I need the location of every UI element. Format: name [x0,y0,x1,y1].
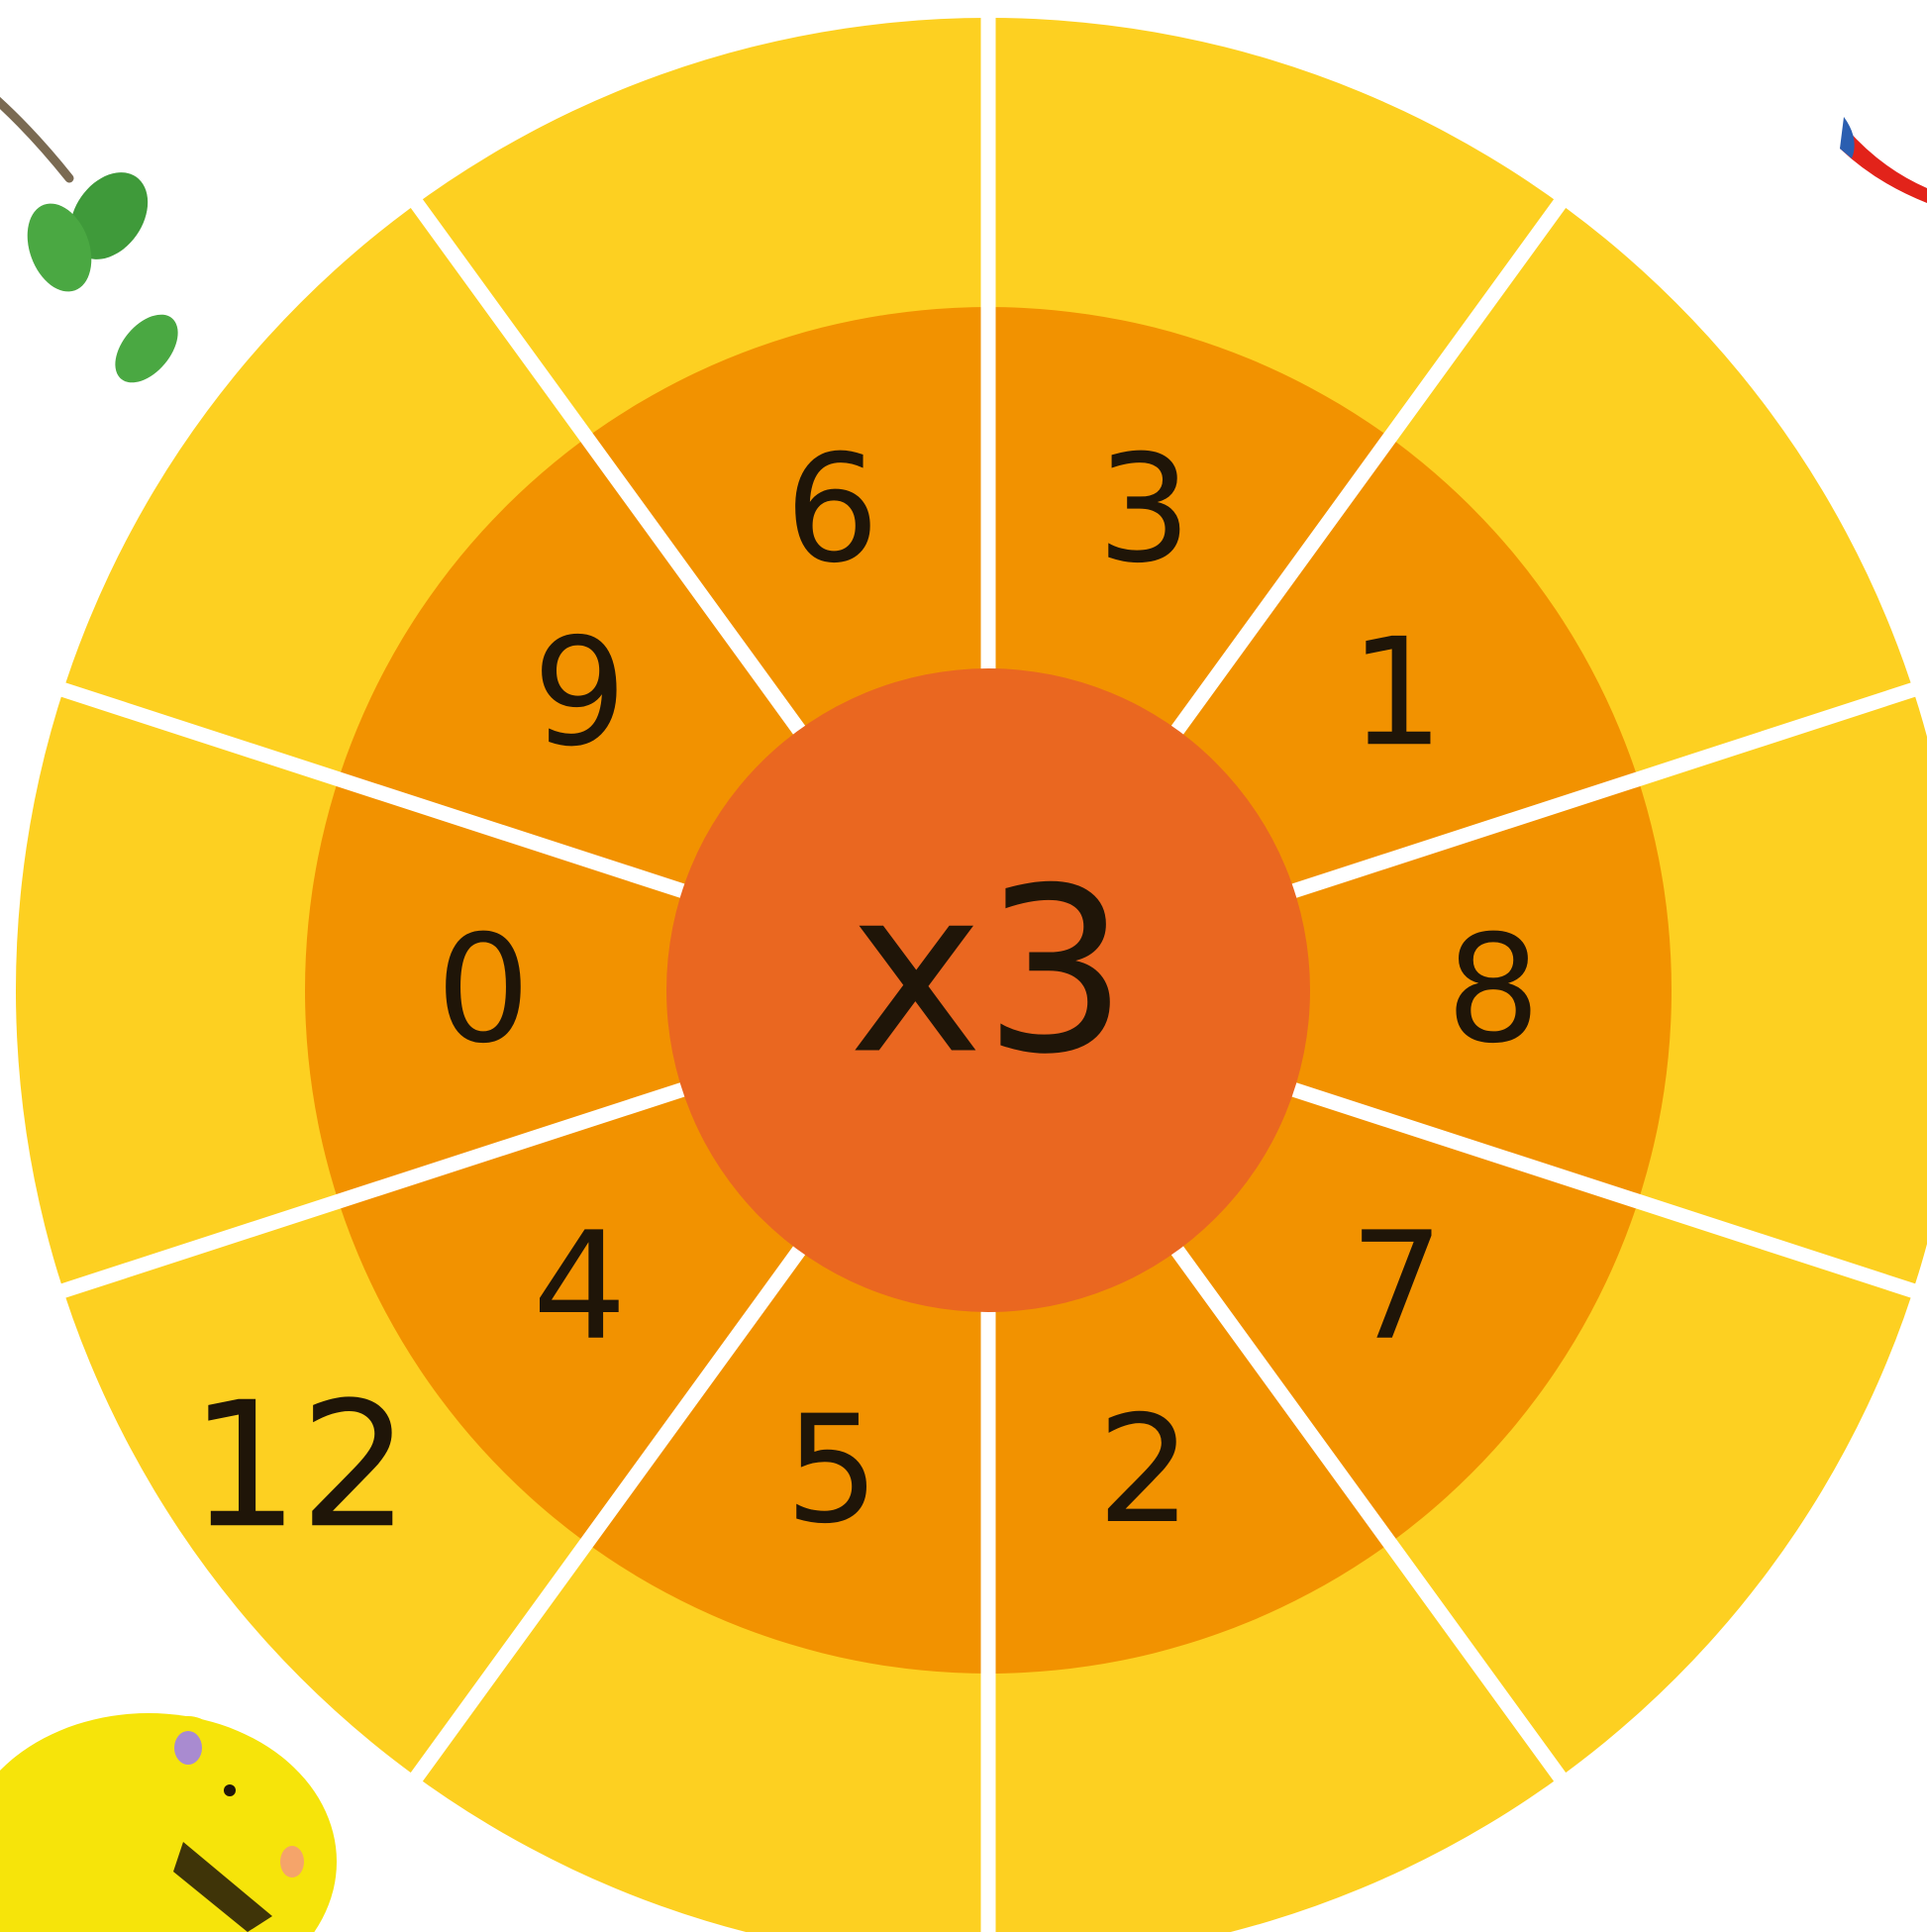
inner-number: 0 [436,904,530,1076]
inner-number: 1 [1350,607,1444,779]
inner-number: 7 [1350,1201,1444,1373]
inner-number: 5 [785,1384,879,1557]
leaf-branch-decoration [0,94,190,394]
yellow-animal-decoration [0,1713,337,1932]
center-multiplier-label: x3 [849,841,1128,1105]
inner-number: 3 [1097,424,1191,596]
inner-number: 2 [1097,1384,1191,1557]
paint-brush-decoration [1840,117,1927,203]
inner-number: 9 [533,607,627,779]
inner-number: 4 [533,1201,627,1373]
inner-number: 8 [1446,904,1540,1076]
inner-number: 6 [785,424,879,596]
outer-answer: 12 [189,1366,410,1567]
